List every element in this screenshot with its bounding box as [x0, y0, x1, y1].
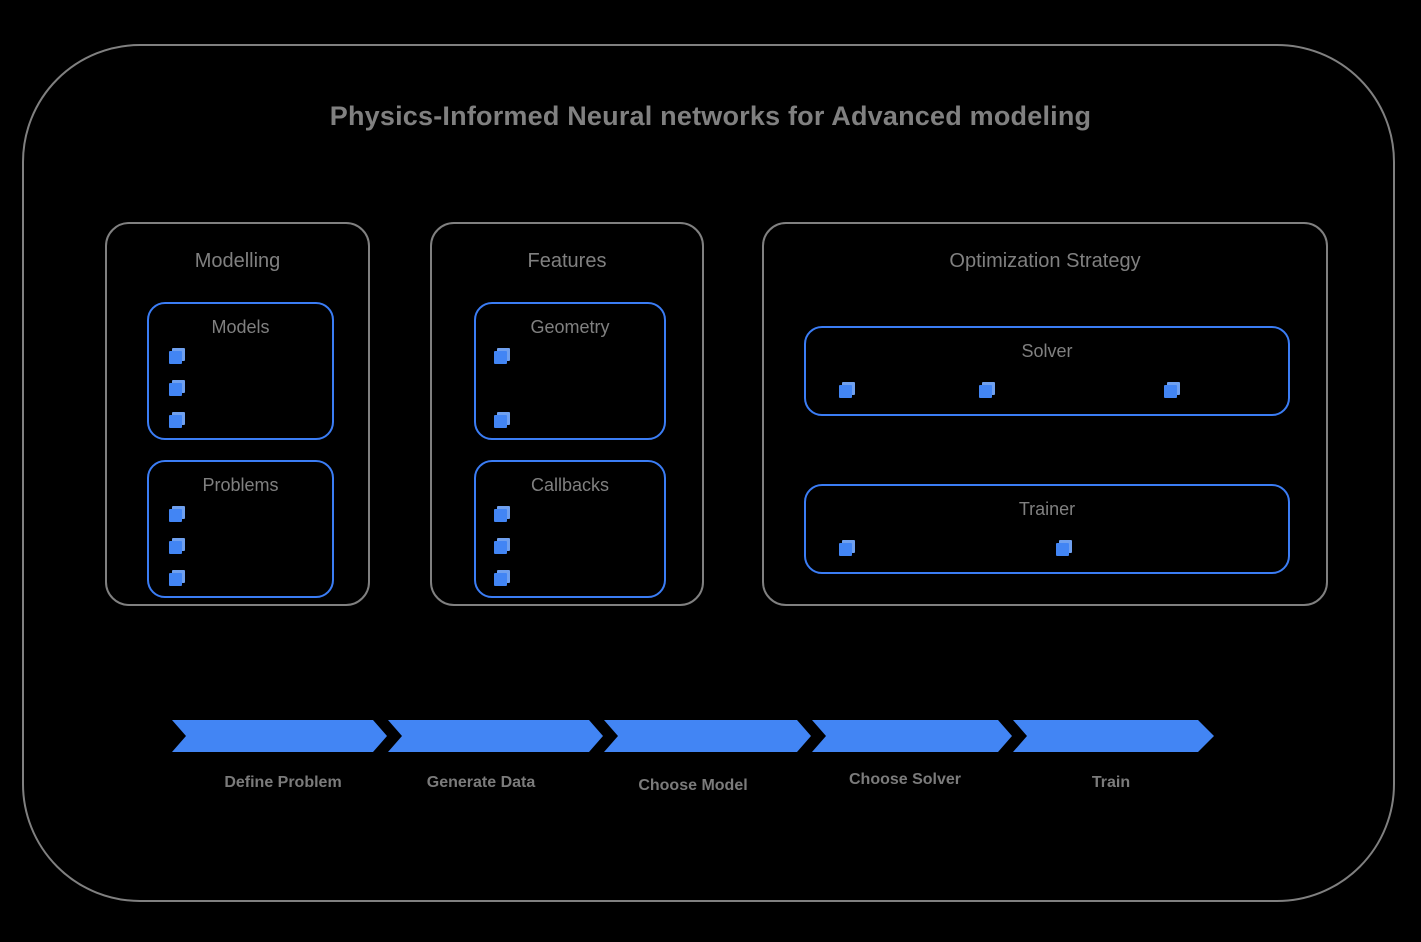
sub-box-geometry-label: Geometry: [530, 317, 610, 337]
pipeline-label-choose-solver: Choose Solver: [848, 771, 962, 788]
sub-box-trainer: Trainer: [804, 484, 1290, 574]
sub-box-problems-label: Problems: [202, 475, 279, 495]
stacked-squares-icon: [1056, 540, 1073, 557]
stacked-squares-icon: [494, 538, 511, 555]
pipeline-step-train[interactable]: [1013, 720, 1214, 752]
group-modelling: Modelling Models Problems: [105, 222, 370, 606]
sub-box-problems: Problems: [147, 460, 334, 598]
sub-box-models: Models: [147, 302, 334, 440]
stacked-squares-icon: [1164, 382, 1181, 399]
outer-frame: [22, 44, 1395, 902]
stacked-squares-icon: [839, 382, 856, 399]
pipeline-label-choose-model: Choose Model: [638, 777, 748, 794]
group-features: Features Geometry Callbacks: [430, 222, 704, 606]
stacked-squares-icon: [494, 506, 511, 523]
pipeline-step-generate-data[interactable]: [388, 720, 603, 752]
sub-box-callbacks-label: Callbacks: [530, 475, 610, 495]
sub-box-solver: Solver: [804, 326, 1290, 416]
sub-box-solver-label: Solver: [1021, 341, 1073, 361]
sub-box-trainer-label: Trainer: [1018, 499, 1076, 519]
stacked-squares-icon: [979, 382, 996, 399]
group-modelling-label: Modelling: [194, 250, 281, 272]
pipeline-step-define-problem[interactable]: [172, 720, 387, 752]
sub-box-callbacks: Callbacks: [474, 460, 666, 598]
sub-box-geometry: Geometry: [474, 302, 666, 440]
stacked-squares-icon: [169, 412, 186, 429]
pipeline-step-choose-model[interactable]: [604, 720, 811, 752]
group-optimization-strategy: Optimization Strategy Solver Trainer: [762, 222, 1328, 606]
group-optimization-strategy-label: Optimization Strategy: [949, 250, 1141, 272]
group-features-label: Features: [527, 250, 607, 272]
workflow-pipeline: [172, 720, 1214, 752]
pipeline-step-choose-solver[interactable]: [812, 720, 1012, 752]
stacked-squares-icon: [169, 380, 186, 397]
stacked-squares-icon: [169, 506, 186, 523]
page-title: Physics-Informed Neural networks for Adv…: [329, 101, 1092, 131]
pipeline-label-train: Train: [1091, 774, 1131, 791]
stacked-squares-icon: [169, 538, 186, 555]
stacked-squares-icon: [169, 570, 186, 587]
stacked-squares-icon: [494, 412, 511, 429]
stacked-squares-icon: [494, 570, 511, 587]
stacked-squares-icon: [839, 540, 856, 557]
pipeline-label-generate-data: Generate Data: [426, 774, 536, 791]
stacked-squares-icon: [169, 348, 186, 365]
pipeline-label-define-problem: Define Problem: [224, 774, 342, 791]
stacked-squares-icon: [494, 348, 511, 365]
sub-box-models-label: Models: [211, 317, 270, 337]
